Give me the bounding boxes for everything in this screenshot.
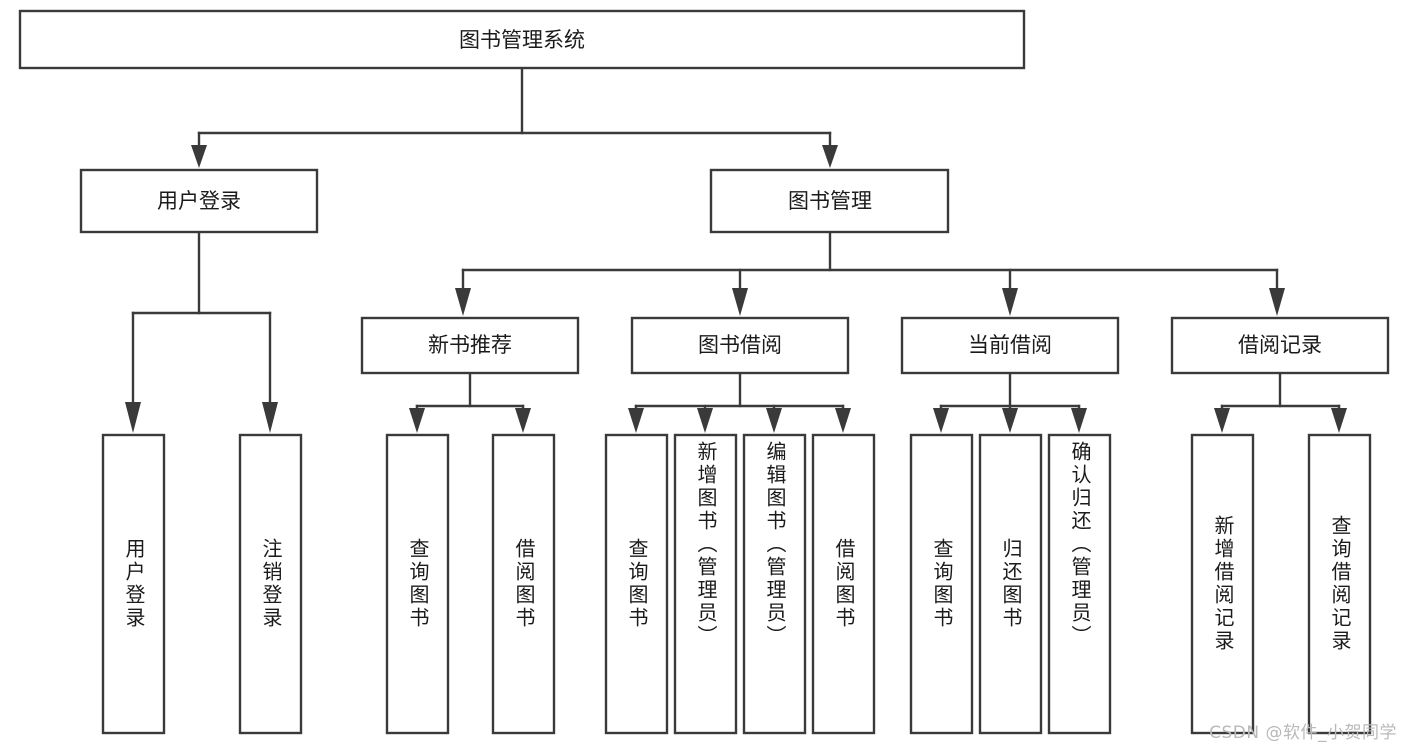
arrowhead-newbook: [455, 288, 471, 316]
arrowhead-leaf-bookborrow-4: [835, 408, 851, 433]
node-book-management-label: 图书管理: [788, 189, 872, 213]
arrowhead-userlogin: [191, 145, 207, 168]
node-borrow-record[interactable]: 借阅记录: [1170, 316, 1390, 375]
arrowhead-leaf-currentborrow-2: [1002, 408, 1018, 433]
leaf-box-user-login-2[interactable]: [238, 433, 303, 735]
arrowhead-leaf-borrowrecord-2: [1331, 408, 1347, 433]
leaf-box-current-borrow-2[interactable]: [978, 433, 1043, 735]
node-book-management[interactable]: 图书管理: [709, 168, 950, 234]
connector-group-root: [191, 66, 838, 168]
arrowhead-leaf-currentborrow-3: [1071, 408, 1087, 433]
arrowhead-leaf-bookborrow-3: [766, 408, 782, 433]
connector-group-bookmgmt: [455, 230, 1285, 316]
connector-group-userlogin: [125, 230, 278, 433]
node-book-management-box[interactable]: [709, 168, 950, 234]
node-user-login[interactable]: 用户登录: [79, 168, 319, 234]
node-borrow-record-box[interactable]: [1170, 316, 1390, 375]
node-new-book-recommend[interactable]: 新书推荐: [360, 316, 580, 375]
node-borrow-record-label: 借阅记录: [1238, 333, 1322, 357]
arrowhead-leaf-bookborrow-1: [628, 408, 644, 433]
leaf-box-current-borrow-1[interactable]: [909, 433, 974, 735]
csdn-watermark: CSDN @软件_小贺同学: [1209, 723, 1397, 743]
arrowhead-leaf-newbook-1: [409, 408, 425, 433]
connector-group-bookborrow: [628, 371, 851, 433]
leaf-box-book-borrow-2[interactable]: [673, 433, 738, 735]
leaf-box-user-login-1[interactable]: [101, 433, 166, 735]
node-book-borrow[interactable]: 图书借阅: [630, 316, 850, 375]
leaf-box-new-book-2[interactable]: [491, 433, 556, 735]
node-user-login-label: 用户登录: [157, 189, 241, 213]
arrowhead-leaf-newbook-2: [515, 408, 531, 433]
leaf-box-current-borrow-3[interactable]: [1047, 433, 1112, 735]
arrowhead-bookmgmt: [822, 145, 838, 168]
leaf-box-borrow-record-1[interactable]: [1190, 433, 1255, 735]
node-root-system[interactable]: 图书管理系统: [18, 9, 1026, 70]
leaf-box-book-borrow-1[interactable]: [604, 433, 669, 735]
arrowhead-leaf-bookborrow-2: [697, 408, 713, 433]
node-new-book-recommend-box[interactable]: [360, 316, 580, 375]
node-book-borrow-label: 图书借阅: [698, 333, 782, 357]
arrowhead-currentborrow: [1002, 288, 1018, 316]
arrowhead-leaf-borrowrecord-1: [1214, 408, 1230, 433]
arrowhead-leaf-currentborrow-1: [933, 408, 949, 433]
connector-group-currentborrow: [933, 371, 1087, 433]
node-current-borrow[interactable]: 当前借阅: [900, 316, 1120, 375]
arrowhead-borrowrecord: [1269, 288, 1285, 316]
node-root-system-box[interactable]: [18, 9, 1026, 70]
leaf-box-book-borrow-4[interactable]: [811, 433, 876, 735]
node-root-system-label: 图书管理系统: [459, 28, 585, 52]
node-book-borrow-box[interactable]: [630, 316, 850, 375]
leaf-box-borrow-record-2[interactable]: [1307, 433, 1372, 735]
arrowhead-leaf-userlogin-2: [262, 402, 278, 433]
node-current-borrow-label: 当前借阅: [968, 333, 1052, 357]
arrowhead-leaf-userlogin-1: [125, 402, 141, 433]
leaf-box-new-book-1[interactable]: [385, 433, 450, 735]
leaf-box-book-borrow-3[interactable]: [742, 433, 807, 735]
node-new-book-recommend-label: 新书推荐: [428, 333, 512, 357]
node-current-borrow-box[interactable]: [900, 316, 1120, 375]
node-user-login-box[interactable]: [79, 168, 319, 234]
connector-group-newbook: [409, 371, 531, 433]
connector-group-borrowrecord: [1214, 371, 1347, 433]
arrowhead-bookborrow: [732, 288, 748, 316]
